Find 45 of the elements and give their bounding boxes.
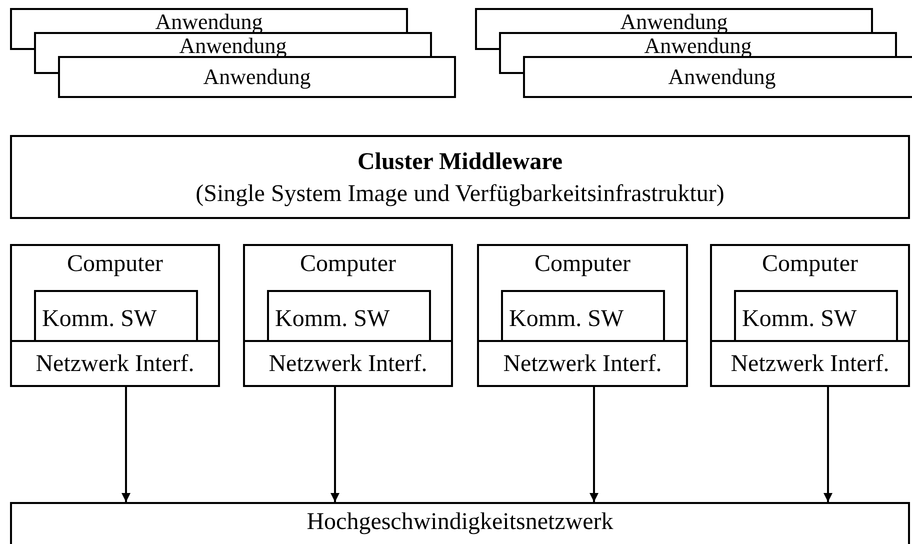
arrow (330, 387, 340, 502)
process-box (58, 56, 456, 98)
box-label: Komm. SW (509, 306, 624, 332)
process-box (710, 244, 910, 385)
process-box (710, 340, 910, 387)
box-label: Hochgeschwindigkeitsnetzwerk (306, 509, 614, 535)
process-box (243, 244, 453, 385)
box-label: Computer (66, 251, 164, 277)
process-box (477, 244, 688, 385)
box-label: Computer (534, 251, 632, 277)
box-label: Netzwerk Interf. (34, 351, 196, 377)
process-box (34, 290, 198, 342)
process-box (501, 290, 665, 342)
process-box (10, 340, 220, 387)
arrow (590, 387, 598, 502)
box-label: Computer (299, 251, 397, 277)
box-label: Netzwerk Interf. (730, 351, 890, 377)
process-box (10, 244, 220, 385)
box-label: Anwendung (178, 34, 288, 58)
arrow (122, 387, 130, 502)
process-box (734, 290, 898, 342)
process-box (243, 340, 453, 387)
box-label: Komm. SW (742, 306, 857, 332)
box-label: Netzwerk Interf. (502, 351, 663, 377)
box-label: Komm. SW (275, 306, 390, 332)
box-label: Cluster Middleware (356, 149, 564, 175)
box-label: Anwendung (667, 65, 777, 89)
arrow (824, 387, 832, 502)
process-box (523, 56, 912, 98)
box-label: Netzwerk Interf. (268, 351, 428, 377)
box-label: Komm. SW (42, 306, 157, 332)
process-box (475, 8, 873, 34)
process-box (10, 502, 910, 544)
box-label: Anwendung (154, 10, 264, 34)
middleware-box (10, 135, 910, 219)
box-label: Anwendung (619, 10, 729, 34)
process-box (477, 340, 688, 387)
box-label: Anwendung (202, 65, 312, 89)
process-box (10, 8, 408, 34)
box-label: Anwendung (643, 34, 753, 58)
process-box (267, 290, 431, 342)
box-subtitle: (Single System Image und Verfügbarkeitsinfrastruktur) (194, 181, 726, 207)
process-box (499, 32, 897, 58)
process-box (34, 32, 432, 58)
box-label: Computer (761, 251, 859, 277)
